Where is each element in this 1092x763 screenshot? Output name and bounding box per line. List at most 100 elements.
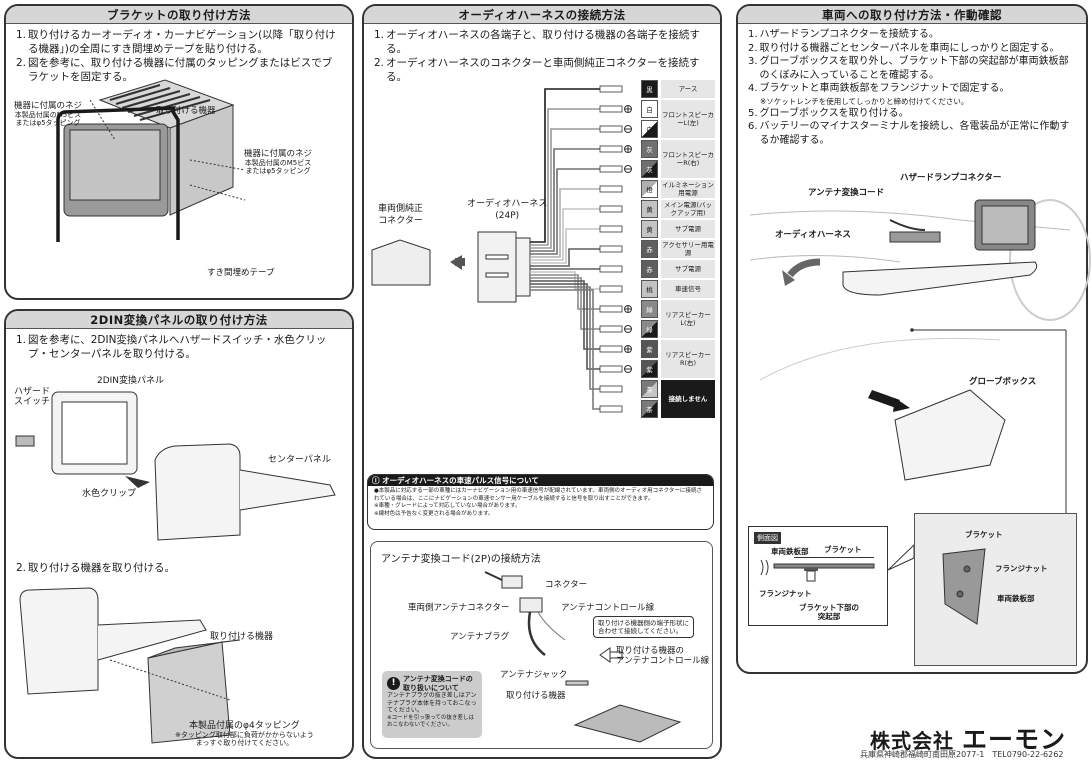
- vehicle-label-glovebox: グローブボックス: [969, 377, 1037, 387]
- vehicle-step-1: 1.ハザードランプコネクターを接続する。: [748, 29, 939, 40]
- wire-color-swatch: 赤: [641, 240, 658, 258]
- side-label-steel-plate: 車両鉄板部: [771, 547, 809, 556]
- bracket-label-device: 取り付ける機器: [156, 106, 216, 116]
- side-label-flange-nut: フランジナット: [759, 589, 812, 598]
- wire-row: 黄サブ電源: [641, 220, 715, 238]
- wire-color-swatch: 灰: [641, 160, 658, 178]
- wire-row: 赤サブ電源: [641, 260, 715, 278]
- vehicle-step-3: 3.グローブボックスを取り外し、ブラケット下部の突起部が車両鉄板部のくぼみに入っ…: [748, 56, 1069, 81]
- wire-function-label: フロントスピーカーR(右): [661, 140, 715, 178]
- harness-label-harness: オーディオハーネス (24P): [467, 199, 548, 221]
- info-icon: ⓘ: [372, 476, 383, 485]
- speed-pulse-note: ⓘ オーディオハーネスの車速パルス信号について ●本製品に対応する一部の車種には…: [367, 474, 714, 530]
- harness-step-1: 1.オーディオハーネスの各端子と、取り付ける機器の各端子を接続する。: [374, 29, 700, 55]
- wire-row: 赤アクセサリー用電源: [641, 240, 715, 258]
- wire-color-swatch: 紫: [641, 360, 658, 378]
- antenna-label-jack: アンテナジャック: [500, 670, 568, 680]
- panel-2din-title: 2DIN変換パネルの取り付け方法: [6, 311, 352, 329]
- wire-function-label: サブ電源: [661, 260, 715, 278]
- wire-row: 白白フロントスピーカーL(左): [641, 100, 715, 138]
- panel-2din: 2DIN変換パネルの取り付け方法 1.図を参考に、2DIN変換パネルへハザードス…: [4, 309, 354, 759]
- harness-step-2: 2.オーディオハーネスのコネクターと車両側純正コネクターを接続する。: [374, 57, 700, 83]
- wire-color-swatch: 茶: [641, 380, 658, 398]
- panel-2din-label-hazard: ハザード スイッチ: [14, 387, 51, 407]
- vehicle-step-4-note: ※ソケットレンチを使用してしっかりと締め付けてください。: [760, 96, 969, 106]
- wire-function-label: アクセサリー用電源: [661, 240, 715, 258]
- bracket-panel: ブラケットの取り付け方法 1.取り付けるカーオーディオ・カーナビゲーション(以降…: [4, 4, 354, 300]
- wire-color-swatch: 灰: [641, 140, 658, 158]
- speed-pulse-title: ⓘ オーディオハーネスの車速パルス信号について: [368, 475, 713, 486]
- vehicle-label-hazard-connector: ハザードランプコネクター: [900, 173, 1002, 183]
- panel-2din-label-center: センターパネル: [268, 455, 331, 465]
- panel-2din-label-tapping: 本製品付属のφ4タッピング ※タッピング取付部に負荷がかからないよう まっすぐ取…: [175, 721, 314, 747]
- speed-pulse-line: ●本製品に対応する一部の車種にはカーナビゲーション用の車速信号が配線されています…: [374, 488, 702, 502]
- antenna-caution: !アンテナ変換コードの取り扱いについて アンテナプラグの抜き差しはアンテナプラグ…: [382, 671, 482, 738]
- speed-pulse-line: ※車種・グレードによって対応していない場合があります。: [374, 503, 521, 509]
- antenna-label-vehicle: 車両側アンテナコネクター: [408, 603, 510, 613]
- antenna-callout: 取り付ける機器側の端子形状に 合わせて接続してください。: [593, 616, 694, 638]
- side-view: 側面図 車両鉄板部 ブラケット フランジナット ブラケット下部の 突起部: [748, 526, 888, 626]
- wire-function-label: 接続しません: [661, 380, 715, 418]
- bracket-panel-title: ブラケットの取り付け方法: [6, 6, 352, 24]
- vehicle-step-2: 2.取り付ける機器ごとセンターパネルを車両にしっかりと固定する。: [748, 42, 1060, 54]
- photo-label-flange-nut: フランジナット: [995, 564, 1048, 573]
- wire-function-label: フロントスピーカーL(左): [661, 100, 715, 138]
- wire-color-swatch: 赤: [641, 260, 658, 278]
- wire-row: 灰灰フロントスピーカーR(右): [641, 140, 715, 178]
- vehicle-step-4: 4.ブラケットと車両鉄板部をフランジナットで固定する。: [748, 83, 1010, 94]
- side-view-tag: 側面図: [754, 532, 781, 544]
- wire-color-swatch: 白: [641, 120, 658, 138]
- bracket-label-screw-right: 機器に付属のネジ 本製品付属のM5ビス またはφ5タッピング: [244, 149, 313, 175]
- wire-color-swatch: 黄: [641, 220, 658, 238]
- bracket-step-1: 1.取り付けるカーオーディオ・カーナビゲーション(以降「取り付ける機器」)の全周…: [16, 29, 336, 55]
- wire-color-swatch: 緑: [641, 300, 658, 318]
- wire-row: 橙イルミネーション用電源: [641, 180, 715, 198]
- bracket-label-screw-left: 機器に付属のネジ 本製品付属のM5ビス またはφ5タッピング: [14, 101, 83, 127]
- wire-row: 桃車速信号: [641, 280, 715, 298]
- antenna-title: アンテナ変換コード(2P)の接続方法: [381, 554, 541, 565]
- company-address: 兵庫県神崎郡福崎町南田原2077-1 TEL0790-22-6262: [860, 750, 1064, 759]
- wire-color-swatch: 紫: [641, 340, 658, 358]
- photo-label-bracket: ブラケット: [965, 530, 1003, 539]
- wire-color-swatch: 緑: [641, 320, 658, 338]
- vehicle-label-antenna-cord: アンテナ変換コード: [808, 188, 885, 198]
- antenna-label-device: 取り付ける機器: [506, 691, 566, 701]
- harness-panel-title: オーディオハーネスの接続方法: [364, 6, 720, 24]
- company-logo: 株式会社 エーモン: [870, 725, 1066, 754]
- wire-color-swatch: 黄: [641, 200, 658, 218]
- wire-color-swatch: 黒: [641, 80, 658, 98]
- wire-function-label: 車速信号: [661, 280, 715, 298]
- wire-function-label: サブ電源: [661, 220, 715, 238]
- panel-2din-label-clip: 水色クリップ: [82, 489, 137, 499]
- panel-2din-label-device: 取り付ける機器: [210, 632, 274, 642]
- wire-color-swatch: 茶: [641, 400, 658, 418]
- wire-color-swatch: 白: [641, 100, 658, 118]
- photo-label-steel-plate: 車両鉄板部: [997, 594, 1035, 603]
- vehicle-step-5: 5.グローブボックスを取り付ける。: [748, 107, 909, 119]
- panel-2din-label-panel: 2DIN変換パネル: [97, 376, 165, 386]
- vehicle-panel-title: 車両への取り付け方法・作動確認: [738, 6, 1086, 24]
- wire-row: 茶茶接続しません: [641, 380, 715, 418]
- wire-function-label: メイン電源(バックアップ用): [661, 200, 715, 218]
- panel-2din-step-2: 2.取り付ける機器を取り付ける。: [16, 562, 176, 574]
- wire-color-swatch: 桃: [641, 280, 658, 298]
- wire-function-label: イルミネーション用電源: [661, 180, 715, 198]
- speed-pulse-line: ※線材色は予告なく変更される場合があります。: [374, 510, 494, 517]
- caution-icon: !: [387, 677, 400, 690]
- vehicle-label-audio-harness: オーディオハーネス: [775, 230, 851, 240]
- bracket-photo: ブラケット フランジナット 車両鉄板部: [914, 513, 1077, 666]
- wire-color-swatch: 橙: [641, 180, 658, 198]
- wire-row: 黒アース: [641, 80, 715, 98]
- antenna-label-connector: コネクター: [545, 580, 588, 590]
- wire-color-table: 黒アース白白フロントスピーカーL(左)灰灰フロントスピーカーR(右)橙イルミネー…: [641, 80, 715, 420]
- panel-2din-step-1: 1.図を参考に、2DIN変換パネルへハザードスイッチ・水色クリップ・センターパネ…: [16, 334, 327, 360]
- bracket-step-2: 2.図を参考に、取り付ける機器に付属のタッピングまたはビスでブラケットを固定する…: [16, 57, 333, 83]
- wire-row: 黄メイン電源(バックアップ用): [641, 200, 715, 218]
- bracket-label-tape: すき間埋めテープ: [207, 268, 275, 278]
- wire-row: 緑緑リアスピーカーL(左): [641, 300, 715, 338]
- antenna-label-plug: アンテナプラグ: [450, 632, 510, 642]
- side-label-protrusion: ブラケット下部の 突起部: [799, 603, 859, 621]
- harness-label-vehicle-connector: 車両側純正 コネクター: [378, 204, 424, 226]
- antenna-section: アンテナ変換コード(2P)の接続方法: [370, 541, 713, 749]
- side-label-bracket: ブラケット: [824, 545, 862, 554]
